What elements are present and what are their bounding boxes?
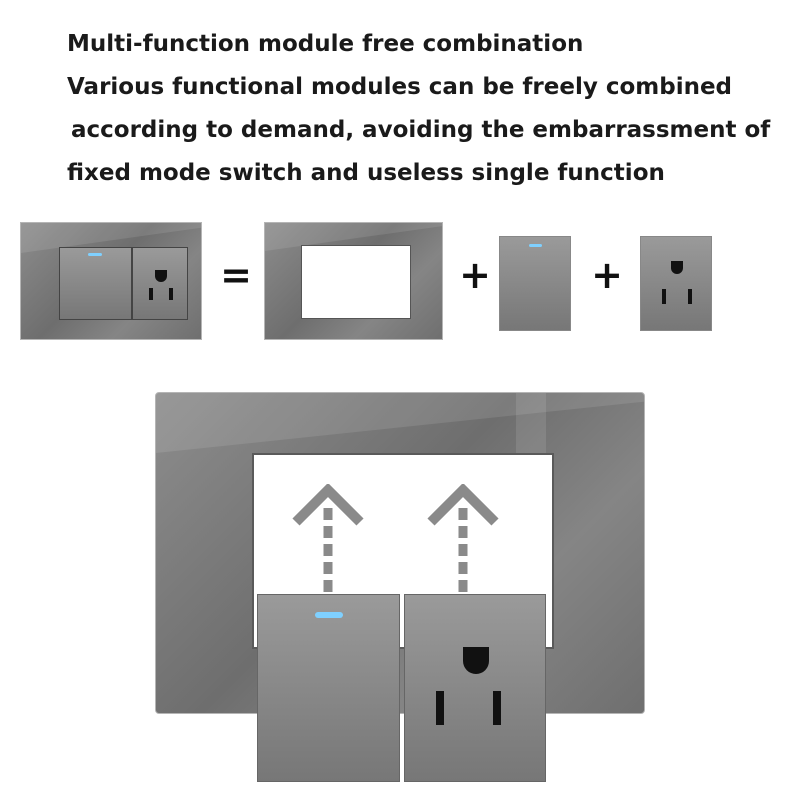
equals-icon: = [220, 253, 252, 297]
switch-module-icon [59, 247, 132, 320]
indicator-light-icon [529, 244, 542, 247]
headline-text: Multi-function module free combination V… [67, 26, 787, 198]
headline-line-3: according to demand, avoiding the embarr… [71, 117, 771, 143]
combined-switch-plate [20, 222, 202, 340]
switch-module-icon [499, 236, 571, 331]
outlet-module-icon [404, 594, 546, 782]
headline-line-1: Multi-function module free combination [67, 31, 584, 57]
outlet-module-icon [640, 236, 712, 331]
frame-opening [301, 245, 411, 319]
indicator-light-icon [315, 612, 343, 618]
plus-icon: + [459, 253, 491, 297]
arrow-up-icon [427, 484, 499, 596]
outlet-module-icon [132, 247, 188, 320]
switch-module-icon [257, 594, 400, 782]
large-frame-plate [155, 392, 645, 714]
headline-line-2: Various functional modules can be freely… [67, 74, 733, 100]
plus-icon: + [591, 253, 623, 297]
arrow-up-icon [292, 484, 364, 596]
headline-line-4: fixed mode switch and useless single fun… [67, 160, 665, 186]
indicator-light-icon [88, 253, 102, 256]
empty-frame-plate [264, 222, 443, 340]
